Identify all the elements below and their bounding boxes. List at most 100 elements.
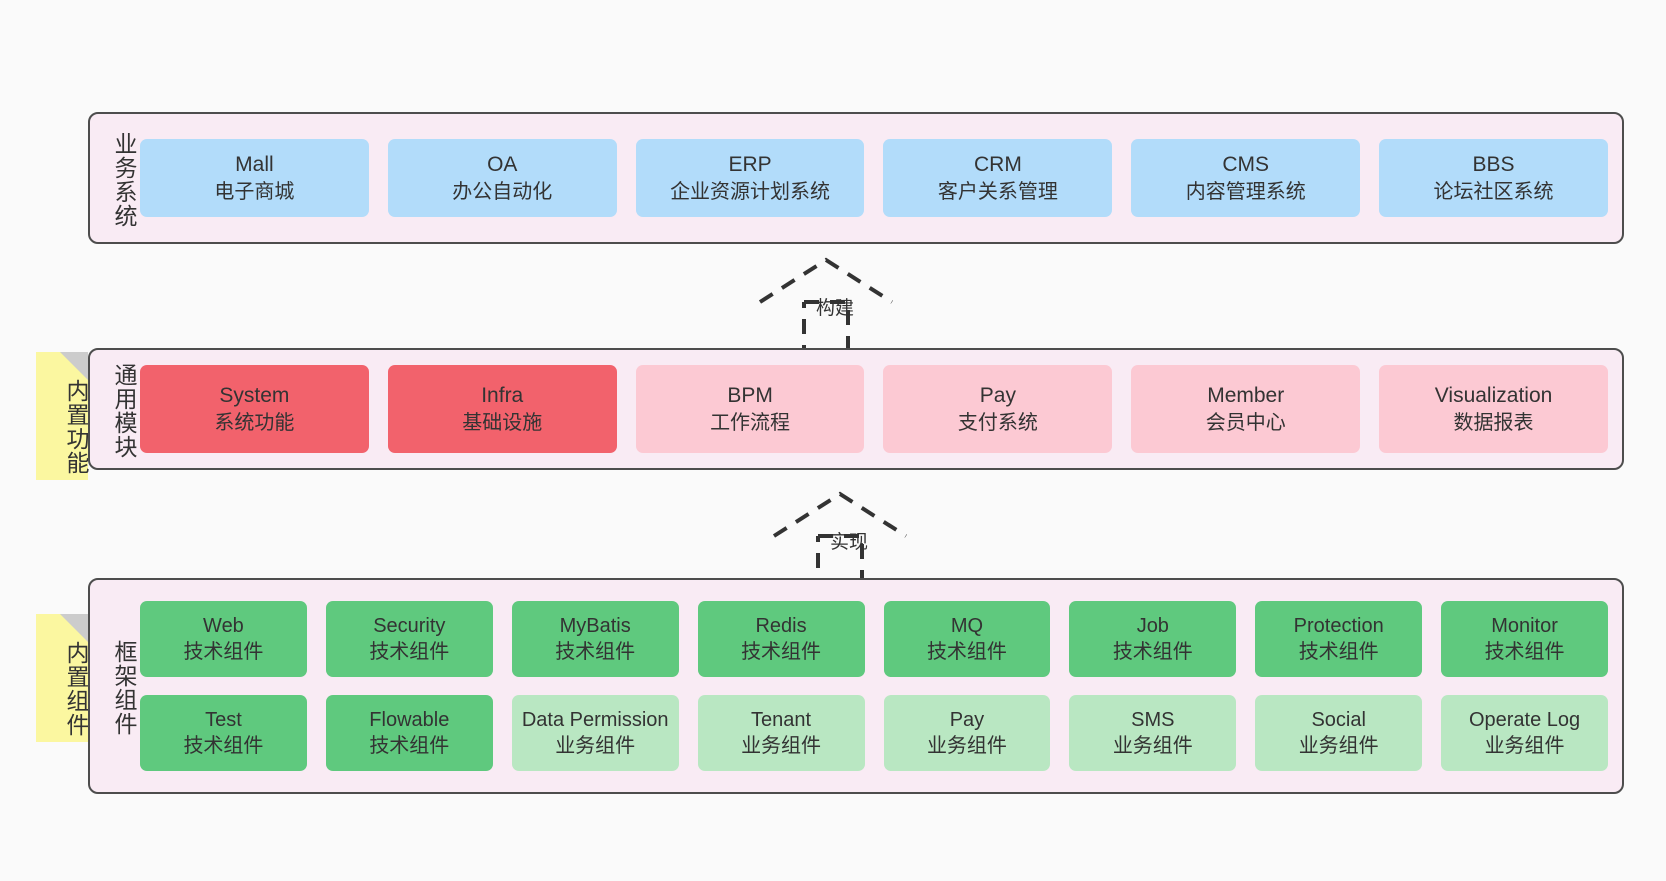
node-operate-log[interactable]: Operate Log 业务组件 <box>1441 695 1608 771</box>
node-oa[interactable]: OA 办公自动化 <box>387 139 617 217</box>
node-social[interactable]: Social 业务组件 <box>1255 695 1423 771</box>
node-job[interactable]: Job 技术组件 <box>1069 601 1237 677</box>
layer-common-module-body: System 系统功能 Infra 基础设施 BPM 工作流程 Pay 支付系统… <box>136 350 1622 468</box>
node-monitor[interactable]: Monitor 技术组件 <box>1441 601 1608 677</box>
node-monitor-name: Monitor <box>1491 614 1558 637</box>
connector-build-label: 构建 <box>816 298 855 319</box>
node-test[interactable]: Test 技术组件 <box>140 695 307 771</box>
node-bpm[interactable]: BPM 工作流程 <box>635 365 865 453</box>
node-tenant[interactable]: Tenant 业务组件 <box>697 695 865 771</box>
node-pay-module-name: Pay <box>979 383 1016 407</box>
node-erp-name: ERP <box>728 152 772 176</box>
node-tenant-name: Tenant <box>751 708 812 731</box>
node-crm-name: CRM <box>973 152 1022 176</box>
sticky-fold-icon <box>60 614 88 642</box>
node-member[interactable]: Member 会员中心 <box>1131 365 1361 453</box>
node-redis-desc: 技术组件 <box>741 641 822 663</box>
node-mq[interactable]: MQ 技术组件 <box>883 601 1051 677</box>
node-crm[interactable]: CRM 客户关系管理 <box>883 139 1113 217</box>
node-flowable-name: Flowable <box>369 708 450 731</box>
node-sms-name: SMS <box>1131 708 1175 731</box>
node-protection[interactable]: Protection 技术组件 <box>1255 601 1423 677</box>
node-tenant-desc: 业务组件 <box>741 735 822 757</box>
node-visualization-name: Visualization <box>1434 383 1553 407</box>
node-member-desc: 会员中心 <box>1205 411 1286 434</box>
node-visualization-desc: 数据报表 <box>1453 411 1534 434</box>
node-bbs[interactable]: BBS 论坛社区系统 <box>1379 139 1608 217</box>
node-cms[interactable]: CMS 内容管理系统 <box>1131 139 1361 217</box>
business-system-row: Mall 电子商城 OA 办公自动化 ERP 企业资源计划系统 CRM 客户关系… <box>140 139 1608 217</box>
connector-implement-arrow <box>772 491 908 588</box>
node-system[interactable]: System 系统功能 <box>140 365 369 453</box>
node-pay-component-desc: 业务组件 <box>926 735 1007 757</box>
node-mybatis[interactable]: MyBatis 技术组件 <box>511 601 679 677</box>
node-sms[interactable]: SMS 业务组件 <box>1069 695 1237 771</box>
node-pay-module[interactable]: Pay 支付系统 <box>883 365 1113 453</box>
node-monitor-desc: 技术组件 <box>1484 641 1565 663</box>
node-pay-component[interactable]: Pay 业务组件 <box>883 695 1051 771</box>
connector-implement-label: 实现 <box>830 532 869 553</box>
common-module-row: System 系统功能 Infra 基础设施 BPM 工作流程 Pay 支付系统… <box>140 365 1608 453</box>
node-data-permission-name: Data Permission <box>521 708 669 731</box>
node-test-name: Test <box>205 708 242 731</box>
node-web-name: Web <box>203 614 244 637</box>
layer-common-module: 通用模块 System 系统功能 Infra 基础设施 BPM 工作流程 Pay… <box>88 348 1624 470</box>
node-redis[interactable]: Redis 技术组件 <box>697 601 865 677</box>
node-redis-name: Redis <box>755 614 807 637</box>
layer-framework-component-body: Web 技术组件 Security 技术组件 MyBatis 技术组件 Redi… <box>136 580 1622 792</box>
node-social-name: Social <box>1311 708 1366 731</box>
sticky-note-builtin-component-label: 内置组件 <box>63 641 89 737</box>
node-security[interactable]: Security 技术组件 <box>325 601 493 677</box>
sticky-note-builtin-function-label: 内置功能 <box>63 379 89 475</box>
node-bbs-desc: 论坛社区系统 <box>1433 180 1554 203</box>
node-data-permission[interactable]: Data Permission 业务组件 <box>511 695 679 771</box>
node-infra-desc: 基础设施 <box>462 411 543 434</box>
node-test-desc: 技术组件 <box>183 735 264 757</box>
node-mall[interactable]: Mall 电子商城 <box>140 139 369 217</box>
layer-business-system-body: Mall 电子商城 OA 办公自动化 ERP 企业资源计划系统 CRM 客户关系… <box>136 114 1622 242</box>
node-operate-log-name: Operate Log <box>1468 708 1581 731</box>
layer-framework-component: 框架组件 Web 技术组件 Security 技术组件 MyBatis 技术组件… <box>88 578 1624 794</box>
node-system-desc: 系统功能 <box>214 411 295 434</box>
node-erp[interactable]: ERP 企业资源计划系统 <box>635 139 865 217</box>
layer-business-system-title: 业务系统 <box>111 132 137 228</box>
node-pay-component-name: Pay <box>949 708 985 731</box>
node-mybatis-desc: 技术组件 <box>555 641 636 663</box>
layer-business-system: 业务系统 Mall 电子商城 OA 办公自动化 ERP 企业资源计划系统 CRM… <box>88 112 1624 244</box>
node-job-name: Job <box>1136 614 1169 637</box>
node-mybatis-name: MyBatis <box>559 614 631 637</box>
framework-component-row-tech: Web 技术组件 Security 技术组件 MyBatis 技术组件 Redi… <box>140 601 1608 677</box>
node-oa-desc: 办公自动化 <box>452 180 553 203</box>
node-protection-desc: 技术组件 <box>1298 641 1379 663</box>
node-crm-desc: 客户关系管理 <box>937 180 1058 203</box>
node-mall-name: Mall <box>235 152 274 176</box>
node-data-permission-desc: 业务组件 <box>555 735 636 757</box>
node-job-desc: 技术组件 <box>1112 641 1193 663</box>
node-protection-name: Protection <box>1293 614 1384 637</box>
node-web-desc: 技术组件 <box>183 641 264 663</box>
node-cms-desc: 内容管理系统 <box>1185 180 1306 203</box>
node-erp-desc: 企业资源计划系统 <box>670 180 831 203</box>
framework-component-row-business: Test 技术组件 Flowable 技术组件 Data Permission … <box>140 695 1608 771</box>
node-sms-desc: 业务组件 <box>1112 735 1193 757</box>
node-visualization[interactable]: Visualization 数据报表 <box>1379 365 1608 453</box>
node-mq-name: MQ <box>950 614 984 637</box>
node-infra-name: Infra <box>481 383 524 407</box>
node-infra[interactable]: Infra 基础设施 <box>387 365 617 453</box>
layer-common-module-title: 通用模块 <box>111 363 137 459</box>
node-flowable-desc: 技术组件 <box>369 735 450 757</box>
node-system-name: System <box>219 383 290 407</box>
node-security-name: Security <box>373 614 446 637</box>
node-flowable[interactable]: Flowable 技术组件 <box>325 695 493 771</box>
connector-build-arrow <box>758 257 894 354</box>
sticky-note-builtin-component: 内置组件 <box>36 614 89 742</box>
sticky-fold-icon <box>60 352 88 380</box>
node-bpm-desc: 工作流程 <box>710 411 791 434</box>
node-mall-desc: 电子商城 <box>214 180 295 203</box>
layer-framework-component-title: 框架组件 <box>111 640 137 736</box>
sticky-note-builtin-function: 内置功能 <box>36 352 89 480</box>
node-web[interactable]: Web 技术组件 <box>140 601 307 677</box>
node-member-name: Member <box>1207 383 1285 407</box>
node-social-desc: 业务组件 <box>1298 735 1379 757</box>
